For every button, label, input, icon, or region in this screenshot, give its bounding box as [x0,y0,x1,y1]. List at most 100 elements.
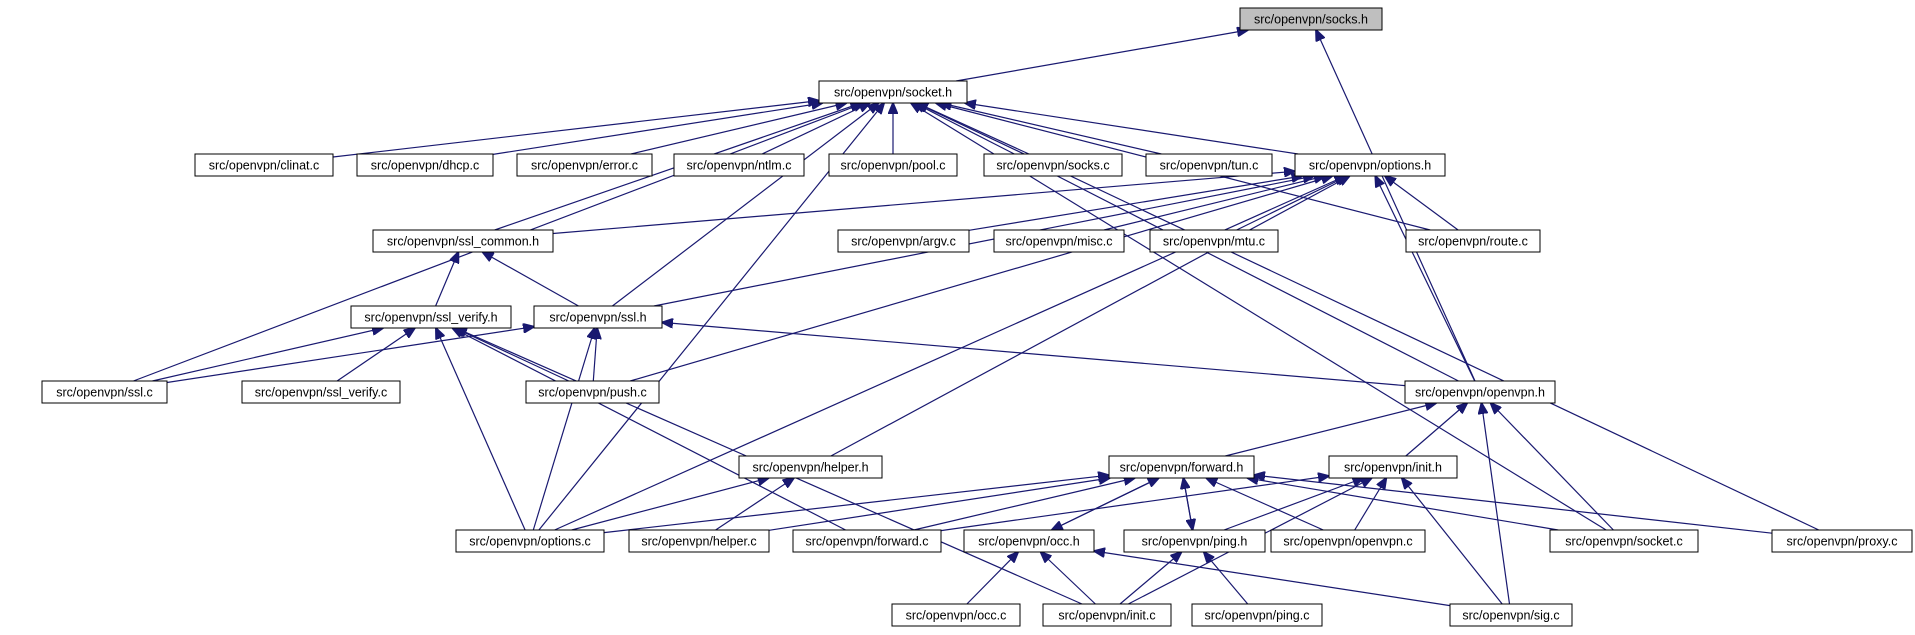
edge-dhcp_c-to-socket_h [492,103,823,155]
node-box [1549,529,1699,553]
node-label: src/openvpn/init.c [1058,609,1155,623]
node-box [1042,603,1172,627]
node-label: src/openvpn/forward.c [806,535,929,549]
node-label: src/openvpn/proxy.c [1787,535,1898,549]
node-argv-c[interactable]: src/openvpn/argv.c [837,229,970,253]
edge-socket_c-to-forward_h [1247,478,1559,531]
node-box [1449,603,1573,627]
node-label: src/openvpn/error.c [531,159,638,173]
node-label: src/openvpn/push.c [538,386,646,400]
node-ssl-verify-c[interactable]: src/openvpn/ssl_verify.c [241,380,401,404]
node-label: src/openvpn/openvpn.h [1415,386,1545,400]
node-misc-c[interactable]: src/openvpn/misc.c [993,229,1125,253]
node-init-c[interactable]: src/openvpn/init.c [1042,603,1172,627]
node-clinat-c[interactable]: src/openvpn/clinat.c [194,153,334,177]
node-box [41,380,168,404]
node-label: src/openvpn/dhcp.c [371,159,479,173]
node-ssl-c[interactable]: src/openvpn/ssl.c [41,380,168,404]
node-route-c[interactable]: src/openvpn/route.c [1405,229,1541,253]
node-label: src/openvpn/socks.h [1254,13,1368,27]
node-mtu-c[interactable]: src/openvpn/mtu.c [1149,229,1279,253]
node-box [1191,603,1323,627]
edge-clinat_c-to-socket_h [332,101,819,158]
node-sig-c[interactable]: src/openvpn/sig.c [1449,603,1573,627]
node-ssl-common-h[interactable]: src/openvpn/ssl_common.h [372,229,554,253]
node-box [628,529,770,553]
node-forward-h[interactable]: src/openvpn/forward.h [1108,455,1255,479]
edge-forward_c-to-ssl_verify_h [452,328,846,531]
node-box [1328,455,1458,479]
node-error-c[interactable]: src/openvpn/error.c [516,153,653,177]
edge-openvpn_h-to-options_h [1375,176,1476,382]
edge-error_c-to-socket_h [630,103,847,155]
node-ssl-h[interactable]: src/openvpn/ssl.h [533,305,663,329]
node-box [993,229,1125,253]
edge-ssl_c-to-ssl_h [166,327,534,384]
node-dhcp-c[interactable]: src/openvpn/dhcp.c [356,153,494,177]
edge-socks_c-to-socket_h [917,103,1030,155]
node-socks-c[interactable]: src/openvpn/socks.c [983,153,1123,177]
node-label: src/openvpn/socket.c [1565,535,1682,549]
node-occ-h[interactable]: src/openvpn/occ.h [963,529,1095,553]
edge-options_c-to-ssl_verify_h [436,328,526,531]
node-socket-c[interactable]: src/openvpn/socket.c [1549,529,1699,553]
node-ssl-verify-h[interactable]: src/openvpn/ssl_verify.h [350,305,512,329]
node-label: src/openvpn/forward.h [1120,461,1244,475]
edge-occ_c-to-occ_h [966,552,1018,605]
edge-sig_c-to-openvpn_h [1482,403,1511,605]
node-options-c[interactable]: src/openvpn/options.c [455,529,605,553]
node-socks-h[interactable]: src/openvpn/socks.h [1239,7,1383,31]
node-ntlm-c[interactable]: src/openvpn/ntlm.c [673,153,805,177]
edge-sig_c-to-occ_h [1094,551,1451,607]
node-box [1270,529,1426,553]
node-box [837,229,970,253]
node-label: src/openvpn/options.c [469,535,591,549]
edge-options_c-to-helper_h [571,478,769,531]
edge-misc_c-to-options_h [1103,176,1325,231]
node-options-h[interactable]: src/openvpn/options.h [1294,153,1446,177]
node-proxy-c[interactable]: src/openvpn/proxy.c [1771,529,1913,553]
node-helper-c[interactable]: src/openvpn/helper.c [628,529,770,553]
edge-sig_c-to-init_h [1402,478,1503,605]
edge-ssl_common_h-to-options_h [552,171,1295,235]
node-label: src/openvpn/ssl_verify.h [364,311,497,325]
edge-proxy_c-to-forward_h [1254,475,1773,534]
node-box [241,380,401,404]
node-forward-c[interactable]: src/openvpn/forward.c [792,529,942,553]
node-box [1149,229,1279,253]
edge-options_h-to-socket_h [965,103,1299,155]
edge-route_c-to-options_h [1385,176,1459,231]
edge-ping_h-to-init_h [1223,478,1364,531]
node-box [194,153,334,177]
node-label: src/openvpn/socket.h [834,86,952,100]
node-pool-c[interactable]: src/openvpn/pool.c [828,153,958,177]
edge-ssl_c-to-ssl_verify_h [152,328,383,382]
node-box [356,153,494,177]
edge-ssl_h-to-socket_h [612,103,878,307]
node-helper-h[interactable]: src/openvpn/helper.h [738,455,883,479]
node-label: src/openvpn/misc.c [1006,235,1113,249]
node-label: src/openvpn/socks.c [996,159,1109,173]
node-socket-h[interactable]: src/openvpn/socket.h [818,80,968,104]
node-ping-c[interactable]: src/openvpn/ping.c [1191,603,1323,627]
node-init-h[interactable]: src/openvpn/init.h [1328,455,1458,479]
edge-forward_c-to-forward_h [913,478,1135,531]
node-tun-c[interactable]: src/openvpn/tun.c [1145,153,1273,177]
node-ping-h[interactable]: src/openvpn/ping.h [1123,529,1266,553]
edge-helper_h-to-options_h [830,176,1350,457]
edge-options_c-to-ssl_h [532,328,594,531]
node-openvpn-c[interactable]: src/openvpn/openvpn.c [1270,529,1426,553]
node-label: src/openvpn/clinat.c [209,159,319,173]
node-occ-c[interactable]: src/openvpn/occ.c [891,603,1021,627]
edge-forward_c-to-init_h [940,476,1329,532]
node-label: src/openvpn/helper.h [752,461,868,475]
edge-forward_h-to-occ_h [1052,477,1160,530]
edge-ping_c-to-ping_h [1204,552,1249,605]
node-box [1239,7,1383,31]
node-label: src/openvpn/occ.c [906,609,1007,623]
edge-ntlm_c-to-socket_h [761,103,870,155]
node-push-c[interactable]: src/openvpn/push.c [525,380,660,404]
node-box [1145,153,1273,177]
node-openvpn-h[interactable]: src/openvpn/openvpn.h [1404,380,1556,404]
